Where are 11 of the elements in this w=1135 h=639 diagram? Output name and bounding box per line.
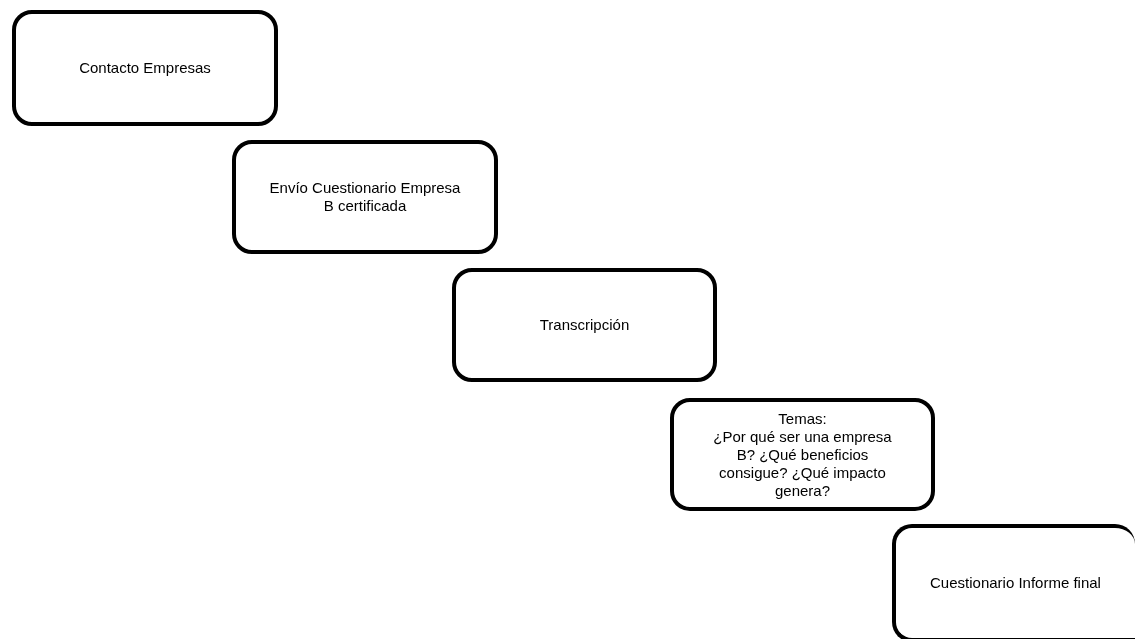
process-box — [670, 398, 935, 511]
box-text: ¿Por qué ser una empresa B? ¿Qué beneficios consigue? ¿Qué impacto genera? — [712, 427, 893, 500]
box-heading: Temas: — [778, 409, 827, 428]
box-text: Cuestionario Informe final — [930, 574, 1101, 592]
box-text: Envío Cuestionario Empresa B certificada — [268, 179, 462, 215]
box-text: Contacto Empresas — [79, 59, 211, 77]
process-box — [452, 268, 717, 382]
box-text: Transcripción — [539, 316, 630, 334]
process-box — [12, 10, 278, 126]
process-box — [232, 140, 498, 254]
process-box — [892, 524, 1135, 639]
